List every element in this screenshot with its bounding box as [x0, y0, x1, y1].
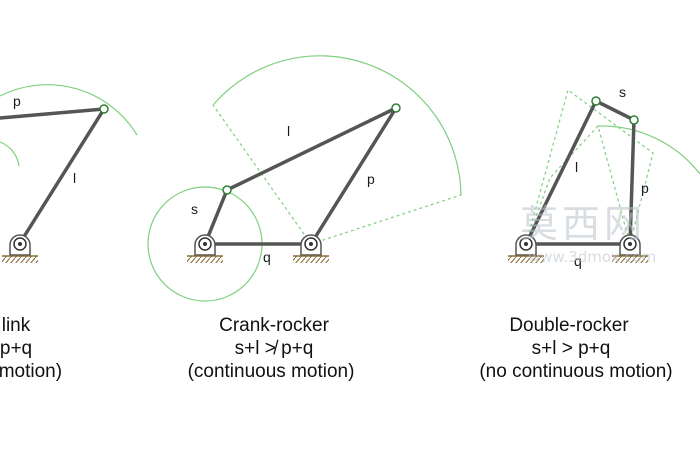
label-q: q [263, 249, 271, 265]
rocker-arc-right [597, 125, 700, 175]
watermark-logo: 莫西网 [520, 202, 646, 246]
extreme-position-1 [525, 88, 654, 245]
caption-title: Crank-rocker [219, 315, 329, 336]
label-l: l [73, 170, 76, 186]
link-s [594, 99, 636, 122]
rocker-arc [0, 84, 138, 136]
watermark-url: www.3dmox.com [528, 248, 656, 266]
rocker-extreme-2 [310, 194, 462, 245]
link-l [225, 106, 398, 192]
caption-title: Double-rocker [509, 315, 629, 336]
link-p [309, 106, 398, 246]
label-l: l [287, 123, 290, 139]
caption-condition: s+l > p+q [532, 338, 611, 359]
ground-pivot [2, 234, 38, 263]
caption-condition: s+l ≯ p+q [235, 338, 314, 359]
label-s: s [191, 201, 198, 217]
caption-note: (no continuous motion) [479, 361, 672, 382]
ground-pivot [293, 234, 329, 263]
ground-pivot [187, 234, 223, 263]
panel-drag-link: p l link p+q s motion) [0, 84, 138, 382]
label-p: p [13, 93, 21, 109]
link-l [18, 107, 106, 245]
caption-line-1: link [2, 315, 31, 336]
caption-line-2: p+q [0, 338, 32, 359]
label-p: p [367, 171, 375, 187]
joint [591, 96, 601, 106]
label-l: l [575, 159, 578, 175]
ground-pivot [508, 234, 544, 263]
label-q: q [574, 253, 582, 269]
link-l [524, 99, 598, 246]
caption-line-3: s motion) [0, 361, 62, 382]
caption-note: (continuous motion) [188, 361, 355, 382]
rocker-arc [212, 55, 462, 196]
joint [629, 115, 639, 125]
joint [99, 104, 109, 114]
watermark: 莫西网 www.3dmox.com [520, 202, 656, 266]
panel-crank-rocker: s q l p Crank-rocker s+l ≯ p+q (continuo… [147, 55, 462, 382]
joint [222, 185, 232, 195]
label-p: p [641, 180, 649, 196]
link-p [628, 118, 636, 246]
ground-pivot [612, 234, 648, 263]
joint [391, 103, 401, 113]
crank-circle-arc [0, 141, 20, 167]
panel-double-rocker: s l p q Double-rocker s+l > p+q (no cont… [479, 84, 700, 382]
link-p [0, 107, 106, 120]
label-s: s [619, 84, 626, 100]
